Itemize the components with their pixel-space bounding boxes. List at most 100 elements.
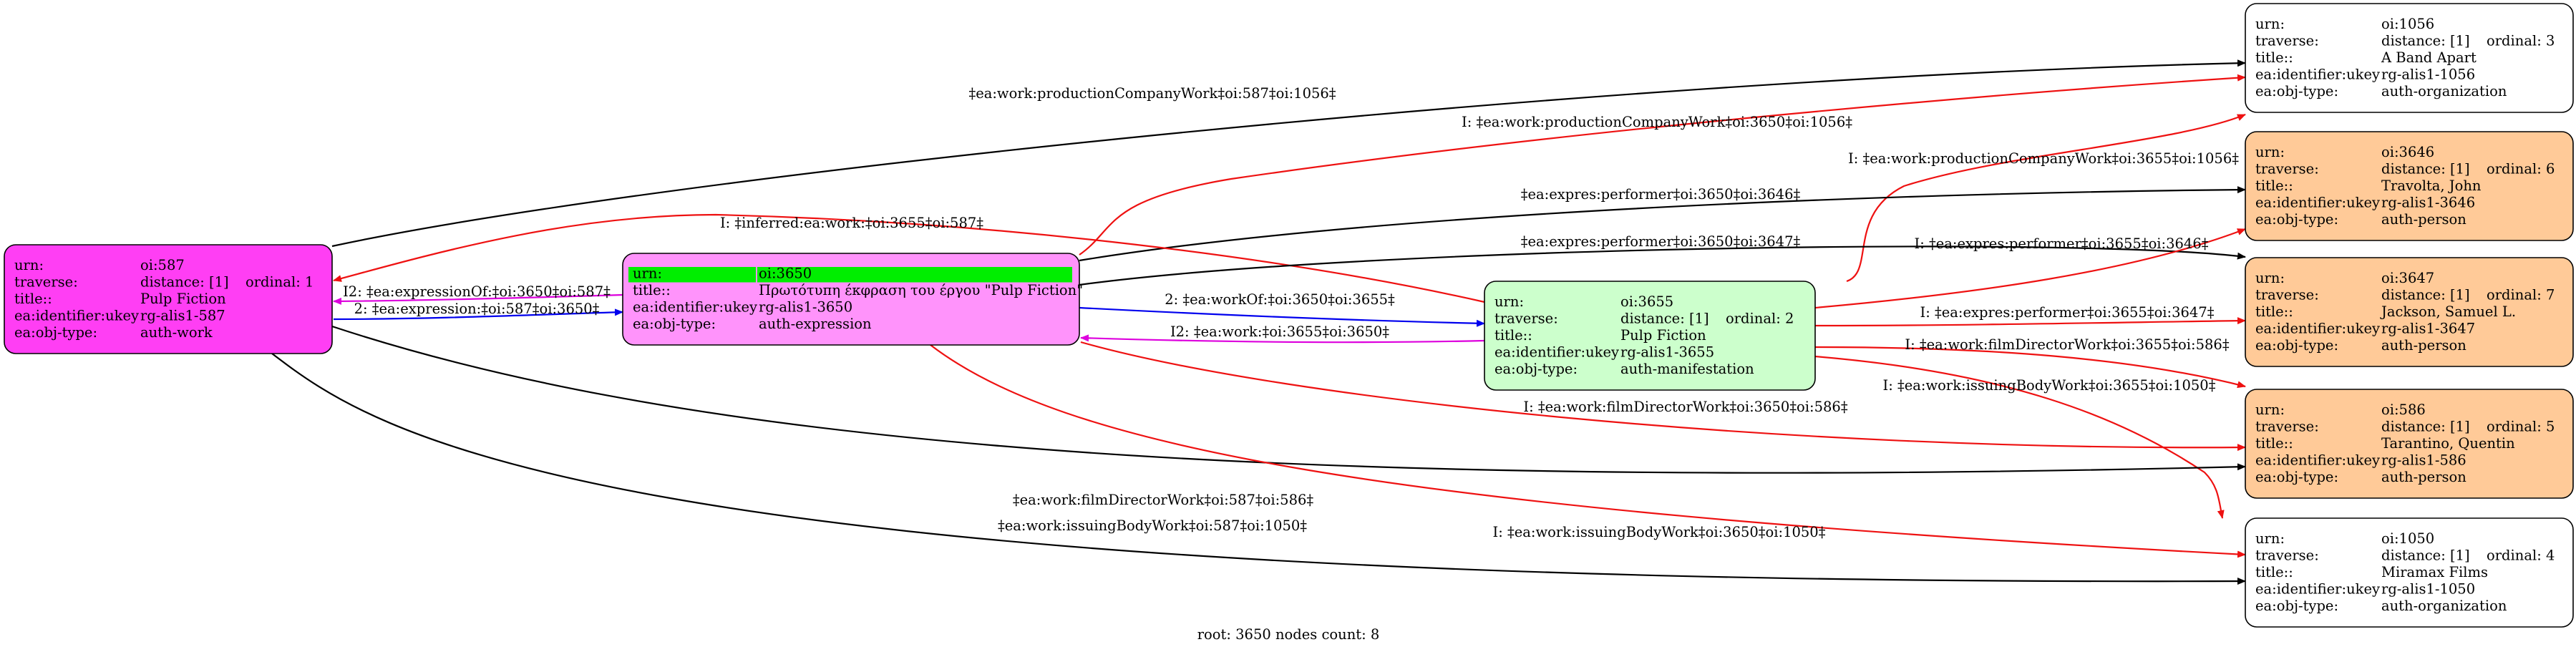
node-urn: oi:1050 <box>2381 530 2434 547</box>
edge: I: ‡ea:work:issuingBodyWork‡oi:3650‡oi:1… <box>930 344 2246 558</box>
edge-label: ‡ea:expres:performer‡oi:3650‡oi:3646‡ <box>1521 186 1801 203</box>
edge: I: ‡ea:work:productionCompanyWork‡oi:365… <box>1079 74 2246 256</box>
node-ukey: rg-alis1-3647 <box>2381 320 2475 336</box>
field-label: ea:identifier:ukey <box>2255 66 2380 82</box>
edge-line <box>271 353 2246 585</box>
field-label: ea:obj-type: <box>2255 83 2338 99</box>
field-label: ea:identifier:ukey <box>14 307 139 323</box>
field-label: urn: <box>14 257 44 273</box>
node-urn: oi:1056 <box>2381 16 2434 32</box>
edge: 2: ‡ea:workOf:‡oi:3650‡oi:3655‡ <box>1079 291 1485 327</box>
node-box <box>2245 257 2574 367</box>
edge: I: ‡ea:work:filmDirectorWork‡oi:3655‡oi:… <box>1814 336 2246 389</box>
field-label: title:: <box>2255 435 2293 452</box>
node-person[interactable]: urn: oi:586 traverse: distance: [1] ordinal:… <box>2245 389 2574 499</box>
node-ukey: rg-alis1-3650 <box>759 299 852 316</box>
node-ukey: rg-alis1-1056 <box>2381 66 2475 82</box>
edge-line <box>333 293 623 305</box>
field-label: title:: <box>2255 564 2293 580</box>
field-label: ea:identifier:ukey <box>1494 344 1619 360</box>
edge-line <box>1814 228 2246 309</box>
node-urn: oi:587 <box>140 257 185 273</box>
node-traverse: distance: [1] <box>2381 547 2470 563</box>
field-label: ea:identifier:ukey <box>2255 580 2380 597</box>
edge: I: ‡ea:expres:performer‡oi:3655‡oi:3646‡ <box>1814 228 2246 309</box>
field-label: traverse: <box>2255 418 2319 434</box>
node-box <box>2245 517 2574 628</box>
edge: ‡ea:work:productionCompanyWork‡oi:587‡oi… <box>331 59 2246 248</box>
edge-line <box>1814 317 2246 327</box>
field-label: title:: <box>2255 177 2293 194</box>
node-ukey: rg-alis1-3646 <box>2381 194 2475 210</box>
field-label: ea:obj-type: <box>2255 337 2338 354</box>
edge: I: ‡ea:work:issuingBodyWork‡oi:3655‡oi:1… <box>1814 355 2225 519</box>
edge-line <box>1080 341 2246 452</box>
edge-line <box>1079 245 2246 286</box>
node-ordinal: ordinal: 4 <box>2487 547 2555 563</box>
field-label: ea:identifier:ukey <box>633 299 757 316</box>
edge: I: ‡ea:work:filmDirectorWork‡oi:3650‡oi:… <box>1080 341 2246 452</box>
field-label: ea:obj-type: <box>2255 211 2338 228</box>
edge-label: 2: ‡ea:workOf:‡oi:3650‡oi:3655‡ <box>1165 291 1395 308</box>
edge-line <box>1814 346 2246 389</box>
edge-line <box>1814 355 2225 519</box>
field-label: ea:identifier:ukey <box>2255 452 2380 468</box>
field-label: urn: <box>633 266 662 282</box>
node-box <box>4 244 333 354</box>
node-objtype: auth-organization <box>2381 83 2507 99</box>
node-urn: oi:586 <box>2381 402 2426 418</box>
node-traverse: distance: [1] <box>2381 32 2470 49</box>
node-objtype: auth-expression <box>759 316 872 332</box>
node-ordinal: ordinal: 2 <box>1726 310 1794 326</box>
edge: ‡ea:expres:performer‡oi:3650‡oi:3646‡ <box>1079 186 2246 262</box>
edge: ‡ea:work:filmDirectorWork‡oi:587‡oi:586‡ <box>331 325 2246 508</box>
node-traverse: distance: [1] <box>2381 160 2470 177</box>
footer-caption: root: 3650 nodes count: 8 <box>1197 626 1380 643</box>
edge-label: ‡ea:work:filmDirectorWork‡oi:587‡oi:586‡ <box>1013 492 1314 508</box>
node-traverse: distance: [1] <box>2381 418 2470 434</box>
node-box <box>2245 3 2574 113</box>
edge-line <box>1079 74 2246 256</box>
node-title: Tarantino, Quentin <box>2381 435 2515 452</box>
edge: I: ‡ea:expres:performer‡oi:3655‡oi:3647‡ <box>1814 304 2246 327</box>
field-label: urn: <box>2255 402 2285 418</box>
node-title: Miramax Films <box>2381 564 2488 580</box>
node-ordinal: ordinal: 3 <box>2487 32 2555 49</box>
field-label: title:: <box>2255 49 2293 66</box>
edge-label: ‡ea:work:productionCompanyWork‡oi:587‡oi… <box>968 85 1336 102</box>
node-urn: oi:3646 <box>2381 144 2434 160</box>
node-urn: oi:3647 <box>2381 270 2434 286</box>
field-label: ea:identifier:ukey <box>2255 320 2380 336</box>
node-title: Jackson, Samuel L. <box>2380 303 2516 320</box>
field-label: title:: <box>14 291 52 307</box>
edge: I: ‡inferred:ea:work:‡oi:3655‡oi:587‡ <box>333 213 1485 303</box>
node-ordinal: ordinal: 1 <box>246 273 314 290</box>
edge-line <box>1080 334 1485 344</box>
edge: 2: ‡ea:expression:‡oi:587‡oi:3650‡ <box>333 301 623 321</box>
node-urn: oi:3655 <box>1620 293 1673 310</box>
edge-label: I: ‡ea:work:issuingBodyWork‡oi:3650‡oi:1… <box>1493 524 1826 540</box>
node-title: Travolta, John <box>2381 177 2482 194</box>
node-box <box>2245 389 2574 499</box>
node-traverse: distance: [1] <box>140 273 229 290</box>
edge-label: I: ‡ea:expres:performer‡oi:3655‡oi:3647‡ <box>1920 304 2215 321</box>
edge-label: I2: ‡ea:expressionOf:‡oi:3650‡oi:587‡ <box>343 283 611 300</box>
node-title: Pulp Fiction <box>140 291 226 307</box>
edge-label: ‡ea:work:issuingBodyWork‡oi:587‡oi:1050‡ <box>998 517 1307 534</box>
node-box <box>1484 281 1816 391</box>
edge-label: I: ‡ea:expres:performer‡oi:3655‡oi:3646‡ <box>1915 235 2209 252</box>
edge-line <box>1079 306 1485 327</box>
field-label: title:: <box>1494 327 1532 344</box>
edge-label: I: ‡ea:work:filmDirectorWork‡oi:3655‡oi:… <box>1905 336 2229 353</box>
node-ordinal: ordinal: 5 <box>2487 418 2555 434</box>
field-label: title:: <box>2255 303 2293 320</box>
node-title: A Band Apart <box>2381 49 2477 66</box>
field-label: ea:obj-type: <box>2255 469 2338 485</box>
